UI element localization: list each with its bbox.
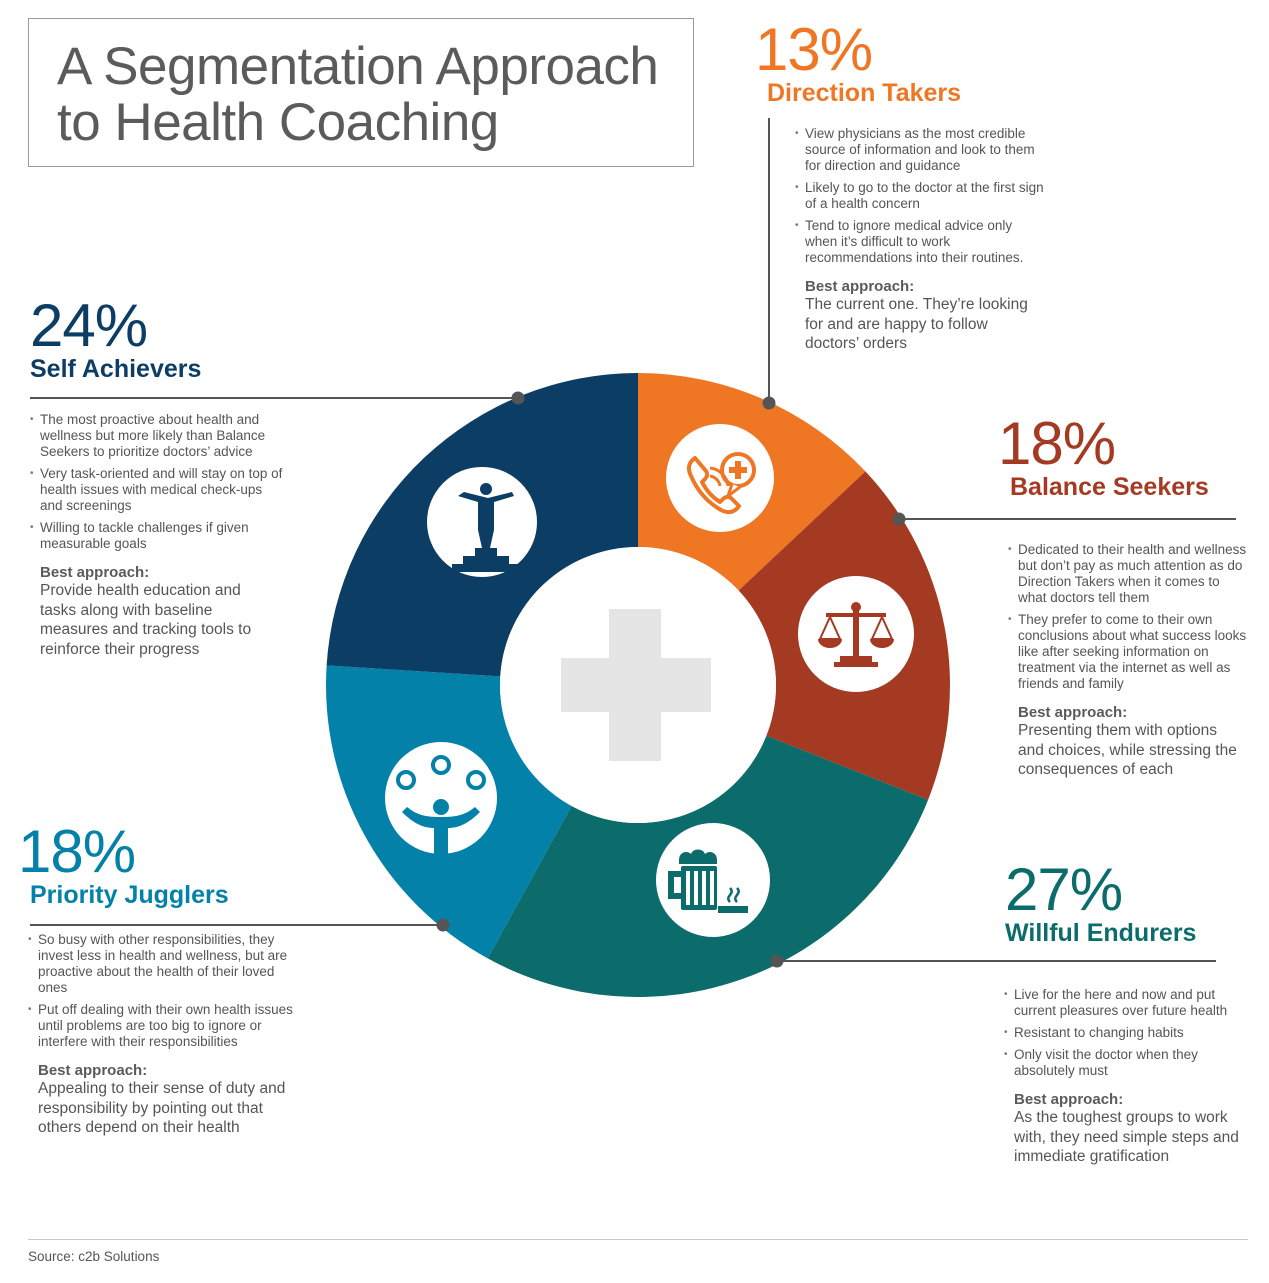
priority-jugglers-best-label: Best approach: <box>38 1062 148 1079</box>
list-item: So busy with other responsibilities, the… <box>28 932 293 996</box>
connector-direction-takers <box>762 118 776 410</box>
scales-icon <box>798 576 914 692</box>
willful-endurers-best-label: Best approach: <box>1014 1091 1124 1108</box>
list-item: The most proactive about health and well… <box>30 412 285 460</box>
list-item: Live for the here and now and put curren… <box>1004 987 1254 1019</box>
direction-takers-bullets: View physicians as the most credible sou… <box>795 126 1045 266</box>
direction-takers-name: Direction Takers <box>767 79 962 107</box>
self-achievers-best-label: Best approach: <box>40 564 150 581</box>
juggler-icon <box>385 742 497 854</box>
segment-priority-jugglers: 18% Priority Jugglers So busy with other… <box>18 822 318 1138</box>
connector-self-achievers <box>30 391 525 405</box>
balance-seekers-name: Balance Seekers <box>1010 473 1209 501</box>
segment-willful-endurers: 27% Willful Endurers <box>1005 860 1265 948</box>
list-item: Put off dealing with their own health is… <box>28 1002 293 1050</box>
willful-endurers-percent: 27% <box>1005 856 1123 923</box>
direction-takers-best-text: The current one. They’re looking for and… <box>805 296 1028 352</box>
priority-jugglers-bullets: So busy with other responsibilities, the… <box>28 932 293 1050</box>
willful-endurers-name: Willful Endurers <box>1005 919 1197 947</box>
direction-takers-best-label: Best approach: <box>805 278 915 295</box>
list-item: Resistant to changing habits <box>1004 1025 1254 1041</box>
list-item: Likely to go to the doctor at the first … <box>795 180 1045 212</box>
self-achievers-best-text: Provide health education and tasks along… <box>40 582 252 658</box>
priority-jugglers-name: Priority Jugglers <box>30 881 229 909</box>
connector-willful-endurers <box>770 954 1216 968</box>
willful-endurers-bullets: Live for the here and now and put curren… <box>1004 987 1254 1079</box>
connector-priority-jugglers <box>30 918 450 932</box>
segment-direction-takers: 13% Direction Takers View physicians as … <box>755 20 1055 354</box>
segment-self-achievers: 24% Self Achievers The most proactive ab… <box>30 296 330 659</box>
center-cross-horizontal <box>561 658 711 712</box>
list-item: Very task-oriented and will stay on top … <box>30 466 285 514</box>
beer-cigarette-icon <box>656 823 770 937</box>
segment-balance-seekers: 18% Balance Seekers <box>998 414 1263 502</box>
segment-willful-endurers-details: Live for the here and now and put curren… <box>1004 987 1254 1167</box>
balance-seekers-best-text: Presenting them with options and choices… <box>1018 722 1237 778</box>
list-item: Tend to ignore medical advice only when … <box>795 218 1045 266</box>
list-item: Only visit the doctor when they absolute… <box>1004 1047 1254 1079</box>
page-title: A Segmentation Approach to Health Coachi… <box>57 37 659 152</box>
list-item: Willing to tackle challenges if given me… <box>30 520 285 552</box>
priority-jugglers-best-text: Appealing to their sense of duty and res… <box>38 1080 286 1136</box>
source-note: Source: c2b Solutions <box>28 1249 160 1264</box>
connector-balance-seekers <box>892 512 1236 526</box>
balance-seekers-percent: 18% <box>998 410 1116 477</box>
phone-medical-icon <box>666 424 774 532</box>
balance-seekers-best-label: Best approach: <box>1018 704 1128 721</box>
direction-takers-percent: 13% <box>755 16 873 83</box>
priority-jugglers-percent: 18% <box>18 818 136 885</box>
segment-balance-seekers-details: Dedicated to their health and wellness b… <box>1008 542 1248 780</box>
self-achievers-bullets: The most proactive about health and well… <box>30 412 285 552</box>
self-achievers-name: Self Achievers <box>30 355 202 383</box>
list-item: They prefer to come to their own conclus… <box>1008 612 1248 692</box>
self-achievers-percent: 24% <box>30 292 148 359</box>
list-item: View physicians as the most credible sou… <box>795 126 1045 174</box>
list-item: Dedicated to their health and wellness b… <box>1008 542 1248 606</box>
footer-divider <box>28 1239 1248 1240</box>
balance-seekers-bullets: Dedicated to their health and wellness b… <box>1008 542 1248 692</box>
willful-endurers-best-text: As the toughest groups to work with, the… <box>1014 1109 1239 1165</box>
podium-icon <box>427 467 537 577</box>
title-box: A Segmentation Approach to Health Coachi… <box>28 18 694 167</box>
